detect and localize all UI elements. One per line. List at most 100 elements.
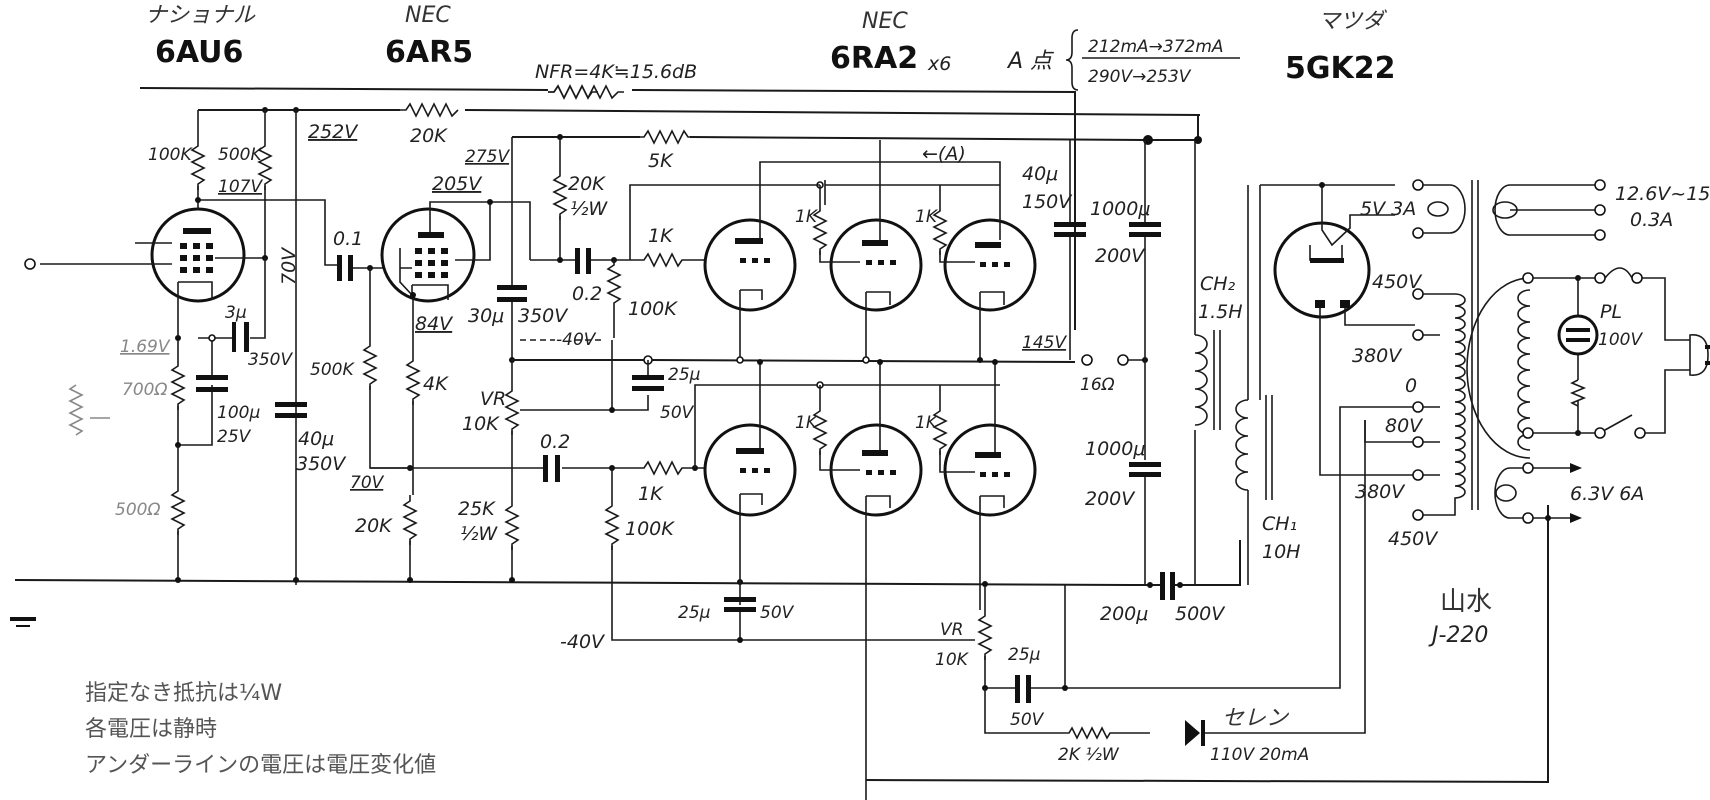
- v-70: 70V: [278, 246, 300, 285]
- v-275: 275V: [465, 147, 510, 167]
- r-1k-b-value: 1K: [638, 483, 664, 505]
- vr-a-value: 10K: [462, 413, 500, 435]
- c-40u-value: 40μ: [298, 428, 334, 450]
- tap-80: 80V: [1385, 415, 1424, 437]
- c-1000u-a-value: 1000μ: [1090, 198, 1150, 220]
- r-25k-value: 25K: [458, 498, 496, 520]
- v-145: 145V: [1022, 333, 1067, 353]
- r-25k-wattage: ½W: [460, 523, 498, 545]
- c-3u-voltage: 350V: [248, 350, 293, 370]
- heater-a-current: 0.3A: [1630, 209, 1673, 231]
- point-a-current: 212mA→372mA: [1088, 37, 1224, 57]
- tube-maker-6ar5: NEC: [405, 3, 451, 28]
- c-25u-c-voltage: 50V: [1010, 710, 1045, 730]
- v-205: 205V: [432, 173, 483, 195]
- tube-title-5gk22: マツダ 5GK22: [1285, 9, 1396, 86]
- c-40u-voltage: 350V: [296, 453, 347, 475]
- tube-name-6au6: 6AU6: [155, 35, 243, 70]
- ac-plug-icon: [1689, 334, 1709, 376]
- pilot-lamp-label: PL: [1600, 301, 1622, 323]
- input-terminal[interactable]: [24, 258, 36, 270]
- tube-6ra2-2: [829, 218, 923, 360]
- tube-maker-5gk22: マツダ: [1318, 9, 1387, 34]
- tube-name-5gk22: 5GK22: [1285, 51, 1396, 86]
- c-1000u-b-value: 1000μ: [1085, 438, 1145, 460]
- c-100u-value: 100μ: [217, 403, 260, 423]
- pilot-lamp-icon: [1557, 314, 1599, 356]
- r-1k-g4-value: 1K: [915, 413, 939, 433]
- v-169: 1.69V: [120, 337, 171, 357]
- c-40u-150-voltage: 150V: [1022, 191, 1073, 213]
- c-1000u-b-voltage: 200V: [1085, 488, 1136, 510]
- note-resistor-rating: 指定なき抵抗は¼W: [85, 681, 282, 706]
- r-nfb-value: 20K: [410, 125, 448, 147]
- v-252: 252V: [308, 121, 359, 143]
- c-25u-b-voltage: 50V: [760, 603, 795, 623]
- c-3u-value: 3μ: [225, 303, 247, 323]
- vr-b-value: 10K: [935, 650, 970, 670]
- r-1k-g2-value: 1K: [915, 207, 939, 227]
- tube-count-6ra2: x6: [927, 53, 951, 75]
- v-107: 107V: [218, 177, 263, 197]
- vr-b-label: VR: [940, 620, 963, 640]
- ch1-value: 10H: [1262, 541, 1300, 563]
- power-switch-icon: [1578, 369, 1690, 434]
- tube-6ra2-5: [829, 423, 923, 800]
- c-100u-voltage: 25V: [217, 427, 252, 447]
- c-25u-a-voltage: 50V: [660, 403, 695, 423]
- c-02a-value: 0.2: [572, 283, 602, 305]
- c-25u-b-value: 25μ: [678, 603, 711, 623]
- tap-380-bottom: 380V: [1355, 481, 1406, 503]
- r-5k-value: 5K: [648, 150, 674, 172]
- c-30u-voltage: 350V: [518, 305, 569, 327]
- tube-6ra2-3: [943, 218, 1037, 360]
- transformer-model: J-220: [1428, 623, 1488, 648]
- ground-symbol-icon: [10, 617, 36, 627]
- speaker-terminal-2[interactable]: [1117, 354, 1129, 366]
- c-200u-voltage: 500V: [1175, 603, 1226, 625]
- point-a-marker: ←(A): [922, 143, 966, 165]
- tube-6ra2-1: [703, 218, 797, 360]
- r-100k-plate-value: 100K: [148, 145, 193, 165]
- note-underline-meaning: アンダーラインの電圧は電圧変化値: [85, 753, 436, 778]
- c-200u-value: 200μ: [1100, 603, 1148, 625]
- v-neg40b: -40V: [560, 631, 606, 653]
- point-a-voltage: 290V→253V: [1088, 67, 1192, 87]
- r-500k-screen-value: 500K: [218, 145, 263, 165]
- r-100k-a-value: 100K: [628, 298, 678, 320]
- c-25u-c-value: 25μ: [1008, 645, 1041, 665]
- tube-name-6ra2: 6RA2: [830, 41, 918, 76]
- tube-title-6ra2: NEC 6RA2 x6: [830, 9, 951, 76]
- r-20k-half-wattage: ½W: [570, 198, 608, 220]
- v-84: 84V: [415, 313, 454, 335]
- r-500-value: 500Ω: [115, 500, 160, 520]
- r-700-value: 700Ω: [122, 380, 167, 400]
- tap-0: 0: [1405, 375, 1417, 397]
- c-25u-a-value: 25μ: [668, 365, 701, 385]
- tap-380-top: 380V: [1352, 345, 1403, 367]
- out-16-ohm: 16Ω: [1080, 375, 1115, 395]
- power-transformer: [1412, 179, 1710, 524]
- v-neg40a: -40V: [556, 330, 597, 350]
- point-a-label: A 点: [1006, 49, 1055, 74]
- selen-value: 110V 20mA: [1210, 745, 1309, 765]
- r-1k-g3-value: 1K: [795, 413, 819, 433]
- nfr-label: NFR=4K≒15.6dB: [535, 61, 697, 83]
- pilot-lamp-voltage: 100V: [1598, 330, 1643, 350]
- speaker-terminal-1[interactable]: [1081, 354, 1093, 366]
- r-2k-value: 2K ½W: [1058, 745, 1120, 765]
- r-100k-b-value: 100K: [625, 518, 675, 540]
- heater-a-voltage: 12.6V~15V: [1615, 183, 1710, 205]
- r-4k-value: 4K: [423, 373, 449, 395]
- ch1-label: CH₁: [1262, 513, 1297, 535]
- note-static-voltages: 各電圧は静時: [85, 717, 217, 742]
- selen-label: セレン: [1222, 706, 1290, 731]
- tube-title-6ar5: NEC 6AR5: [385, 3, 473, 70]
- tap-450-top: 450V: [1372, 271, 1423, 293]
- c-01-value: 0.1: [333, 228, 363, 250]
- rect-heater-label: 5V 3A: [1360, 198, 1416, 220]
- vr-a-label: VR: [480, 388, 506, 410]
- transformer-maker: 山水: [1440, 587, 1492, 617]
- tube-6ra2-4: [703, 423, 797, 585]
